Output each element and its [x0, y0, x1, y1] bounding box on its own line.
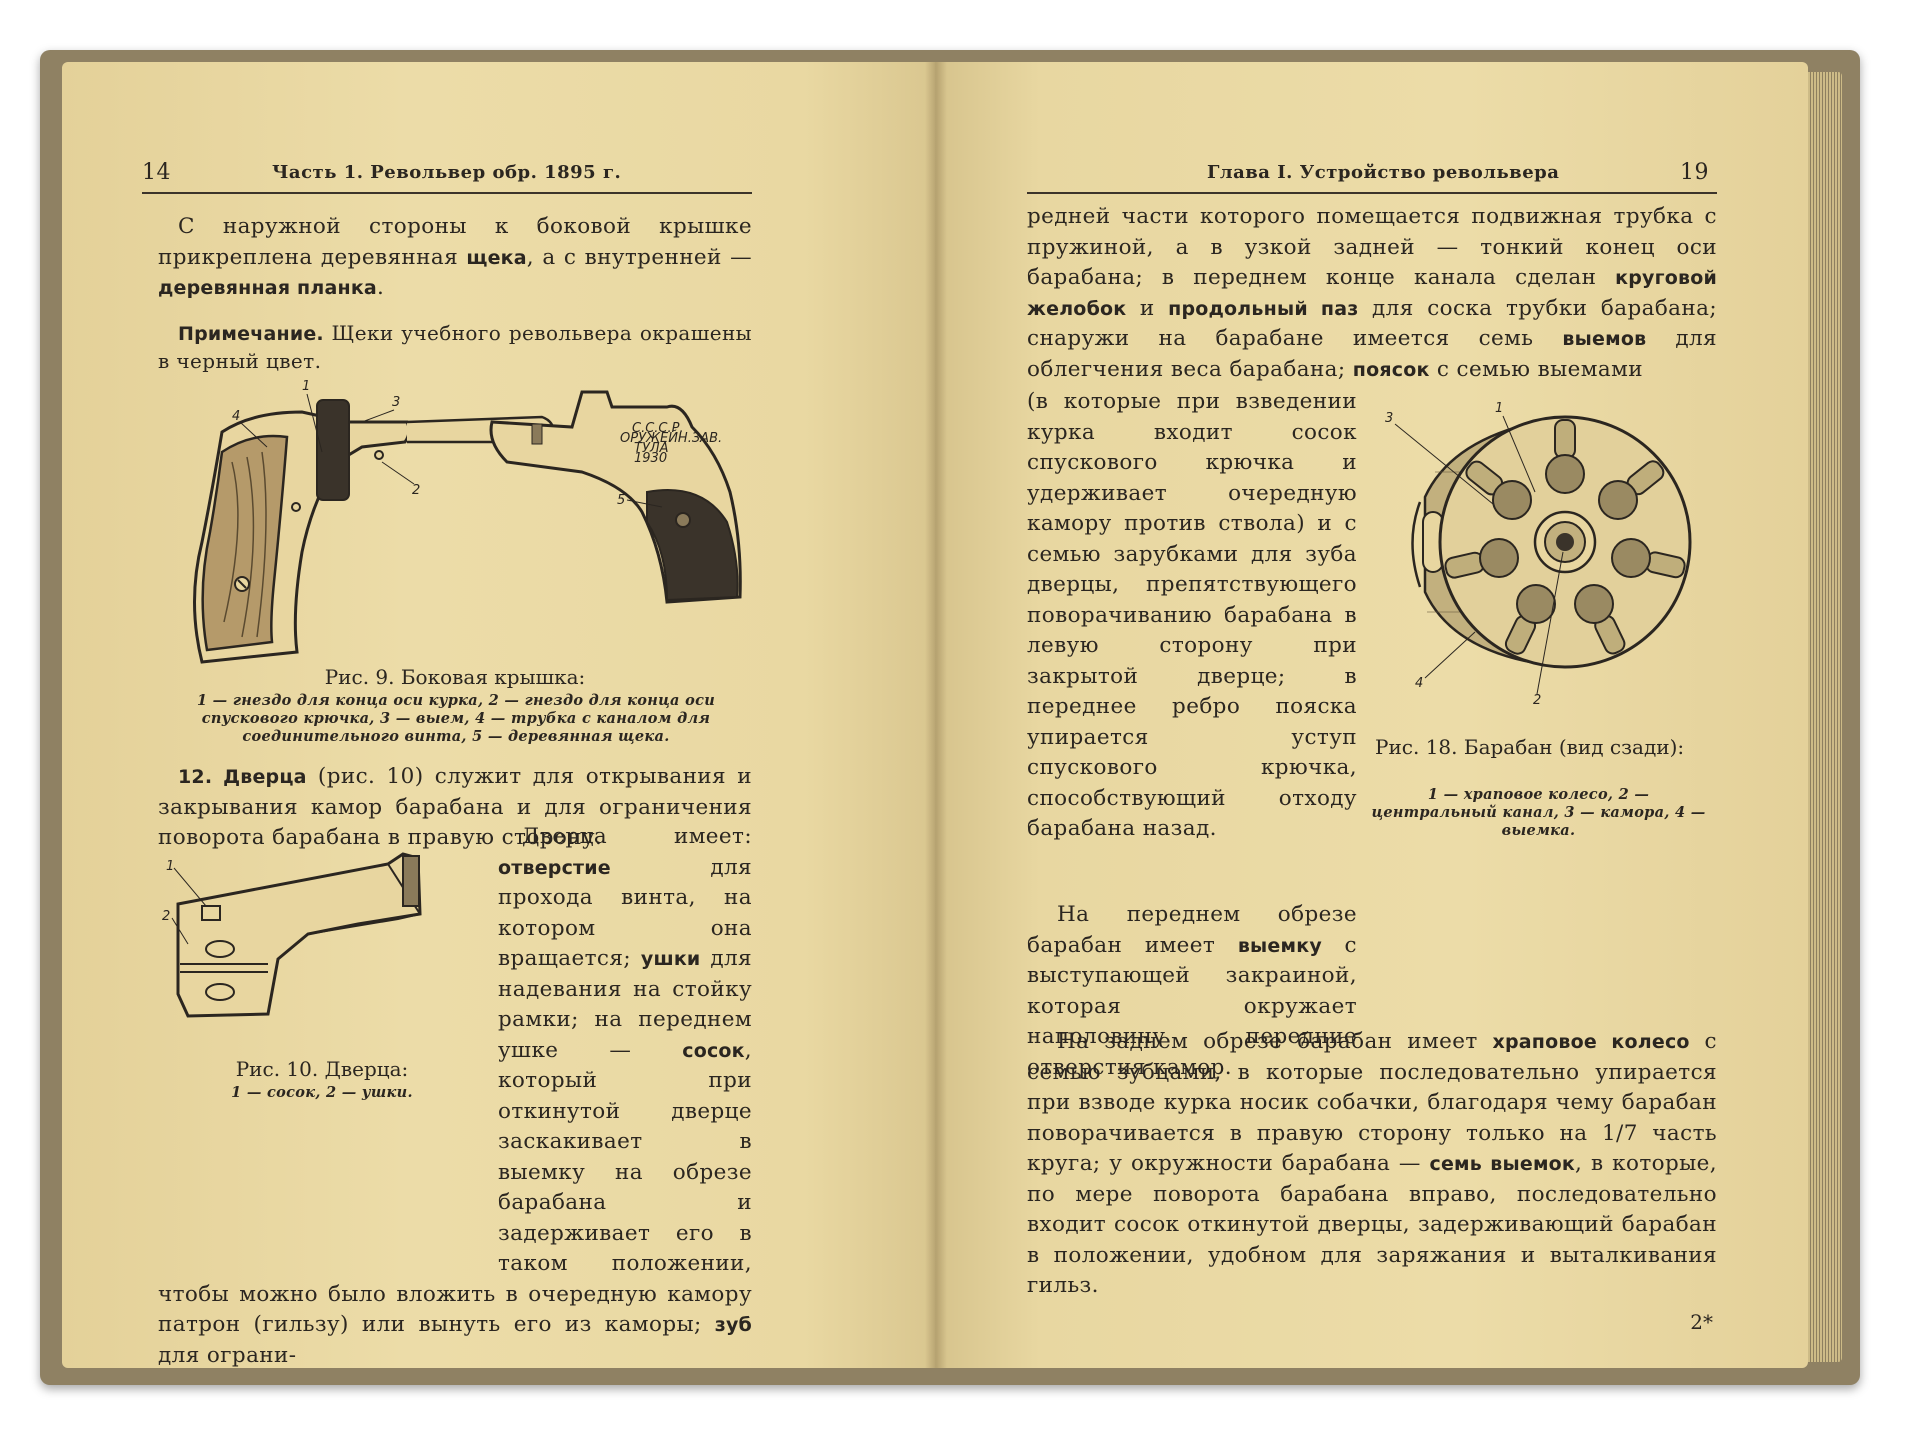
text-run: и	[1126, 295, 1169, 321]
fig18-cylinder-drawing: 1 3 4 2	[1385, 402, 1692, 708]
left-running-title: Часть 1. Револьвер обр. 1895 г.	[272, 162, 622, 183]
text-run: для ограни-	[158, 1342, 297, 1368]
fig9-stamp-1: С.С.С.Р.	[632, 421, 684, 436]
bold-term: поясок	[1352, 358, 1430, 381]
fig9-label-5: 5	[617, 493, 625, 508]
text-run: (рис. 10) служит для открывания и закрыв…	[158, 764, 753, 850]
note-label: Примечание.	[178, 323, 324, 345]
bold-term: храповое колесо	[1492, 1031, 1690, 1053]
right-paragraph-2: На переднем обрезе барабан имеет выемку …	[1027, 900, 1717, 1083]
text-run: На переднем обрезе барабан имеет	[1027, 902, 1357, 958]
text-run: С наружной стороны к боковой крышке прик…	[158, 214, 752, 270]
fig10-caption: Рис. 10. Дверца:	[235, 1057, 409, 1081]
text-run: для соска трубки барабана; снаружи на ба…	[1027, 295, 1717, 352]
left-note: Примечание. Щеки учебного револьвера окр…	[158, 320, 752, 375]
text-run: , который при откинутой дверце заскакива…	[158, 1037, 752, 1338]
text-run: с семью зубцами, в которые последователь…	[1027, 1029, 1717, 1146]
text-run: Дверца имеет:	[522, 824, 752, 849]
bold-term: выемку	[1237, 934, 1322, 957]
right-page-number: 19	[1680, 160, 1709, 185]
left-paragraph-3: Дверца имеет: отверстие для прохода винт…	[158, 822, 752, 1368]
text-run: , а с внутренней —	[526, 244, 752, 270]
fig9-legend: 1 — гнездо для конца оси курка, 2 — гнез…	[196, 692, 716, 745]
fig9-stamp-2: ОРУЖЕЙН.ЗАВ.	[620, 430, 722, 446]
book-gutter	[925, 62, 947, 1368]
bold-term: круговой желобок	[1027, 267, 1717, 320]
right-running-head: Глава I. Устройство револьвера 19	[1027, 158, 1717, 194]
note-text: Щеки учебного револьвера окрашены в черн…	[158, 321, 752, 373]
text-run: для прохода винта, на котором она вращае…	[498, 854, 752, 972]
section-heading: 12. Дверца	[178, 766, 307, 788]
text-run: На заднем обрезе барабан имеет	[1057, 1029, 1493, 1054]
left-page: 14 Часть 1. Револьвер обр. 1895 г. С нар…	[62, 62, 935, 1368]
fig9-label-3: 3	[392, 395, 400, 410]
text-run: , в которые, по мере поворота барабана в…	[1027, 1151, 1717, 1298]
text-run: с выступающей закраиной, которая окружае…	[1027, 932, 1357, 1080]
bold-term: семь выемок	[1429, 1153, 1576, 1175]
bold-term: отверстие	[498, 856, 611, 879]
left-paragraph-2: 12. Дверца (рис. 10) служит для открыван…	[158, 762, 752, 854]
signature-mark: 2*	[1690, 1310, 1713, 1334]
left-page-number: 14	[142, 160, 171, 185]
bold-term: щека	[466, 246, 527, 269]
bold-term: продольный паз	[1168, 297, 1359, 320]
bold-term: деревянная планка	[158, 277, 377, 299]
fig18-label-2: 2	[1533, 693, 1541, 708]
page-edges	[1808, 72, 1842, 1362]
text-run: редней части которого помещается подвижн…	[1027, 204, 1717, 290]
fig9-side-cover-drawing: 4 1 3 2 С.С.С.Р. ОРУЖЕЙН.ЗАВ. ТУЛА 1930 …	[193, 379, 742, 664]
bold-term: сосок	[682, 1039, 745, 1062]
left-paragraph-1: С наружной стороны к боковой крышке прик…	[158, 212, 752, 304]
fig18-label-1: 1	[1495, 402, 1503, 416]
fig9-label-2: 2	[412, 483, 420, 498]
fig9-stamp-4: 1930	[634, 451, 667, 466]
right-page: Глава I. Устройство револьвера 19 редней…	[935, 62, 1808, 1368]
text-run: для облегчения веса барабана;	[1027, 326, 1717, 382]
bold-term: выемов	[1562, 328, 1647, 350]
fraction: 1/7	[1601, 1120, 1638, 1146]
text-run: для надевания на стойку рамки; на передн…	[498, 946, 752, 1063]
left-running-head: 14 Часть 1. Револьвер обр. 1895 г.	[142, 158, 752, 194]
fig10-legend: 1 — сосок, 2 — ушки.	[231, 1084, 413, 1101]
right-paragraph-3: На заднем обрезе барабан имеет храповое …	[1027, 1027, 1717, 1302]
fig10-door-drawing: 1 2	[162, 852, 422, 1018]
fig9-label-1: 1	[302, 379, 310, 394]
fig18-label-4: 4	[1415, 676, 1423, 691]
fig18-caption: Рис. 18. Барабан (вид сзади):	[1375, 735, 1685, 759]
right-paragraph-1-cont: (в которые при взведении курка входит со…	[1027, 389, 1357, 841]
right-running-title: Глава I. Устройство револьвера	[1207, 162, 1560, 183]
text-run: .	[376, 275, 385, 300]
fig10-label-1: 1	[166, 859, 174, 874]
bold-term: ушки	[640, 948, 701, 970]
fig18-label-3: 3	[1385, 411, 1393, 426]
fig18-legend: 1 — храповое колесо, 2 — центральный кан…	[1371, 786, 1706, 839]
text-run: с семью выемами	[1429, 356, 1643, 382]
text-run: часть круга; у окружности барабана —	[1027, 1120, 1717, 1177]
fig9-stamp-3: ТУЛА	[634, 441, 669, 456]
fig10-label-2: 2	[162, 909, 170, 924]
fig9-label-4: 4	[232, 409, 240, 424]
right-paragraph-1: редней части которого помещается подвижн…	[1027, 202, 1717, 385]
bold-term: зуб	[714, 1314, 752, 1336]
fig9-caption: Рис. 9. Боковая крышка:	[324, 665, 586, 689]
